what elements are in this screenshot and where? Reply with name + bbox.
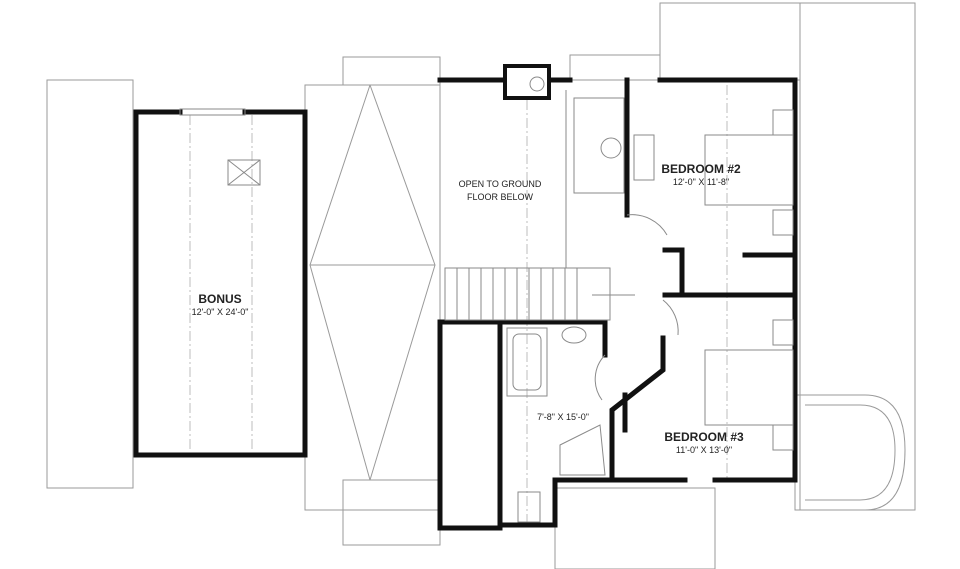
room-dimensions-bedroom-3: 11'-0" X 13'-0" xyxy=(675,445,733,455)
open-to-below-note-line2: FLOOR BELOW xyxy=(466,192,534,202)
open-to-below-note-line1: OPEN TO GROUND xyxy=(458,179,542,189)
room-dimensions-bathroom: 7'-8" X 15'-0" xyxy=(537,412,589,422)
room-dimensions-bonus: 12'-0" X 24'-0" xyxy=(191,307,249,317)
walls xyxy=(437,64,798,531)
fixtures xyxy=(444,76,794,523)
stairs xyxy=(456,268,635,320)
room-label-bedroom-2: BEDROOM #2 xyxy=(661,162,741,176)
room-dimensions-bedroom-2: 12'-0" X 11'-8" xyxy=(672,177,730,187)
centerlines xyxy=(189,85,728,525)
bonus-room xyxy=(133,108,308,458)
roof-outlines xyxy=(46,2,916,569)
room-label-bonus: BONUS xyxy=(198,292,242,306)
room-label-bedroom-3: BEDROOM #3 xyxy=(664,430,744,444)
